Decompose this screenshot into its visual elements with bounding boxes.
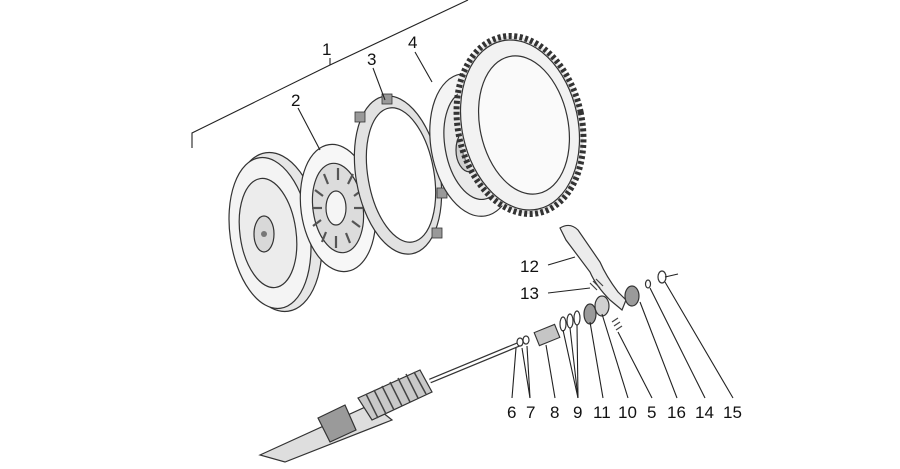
assembly-bracket — [191, 0, 469, 148]
release-parts — [516, 270, 667, 347]
callout-12: 12 — [520, 257, 539, 276]
leader-lines — [297, 51, 734, 399]
release-fork — [559, 224, 640, 311]
callout-5: 5 — [647, 403, 656, 422]
callout-6: 6 — [507, 403, 516, 422]
callout-3: 3 — [367, 50, 376, 69]
ring-gear — [453, 33, 587, 217]
callout-9: 9 — [573, 403, 582, 422]
callout-1: 1 — [322, 40, 331, 59]
callout-2: 2 — [291, 91, 300, 110]
callout-13: 13 — [520, 284, 539, 303]
callout-4: 4 — [408, 33, 417, 52]
callout-11: 11 — [593, 403, 611, 422]
callout-14: 14 — [695, 403, 714, 422]
callout-15: 15 — [723, 403, 742, 422]
callout-7: 7 — [526, 403, 535, 422]
callout-8: 8 — [550, 403, 559, 422]
callout-labels: 1 2 3 4 12 13 6 7 8 9 11 10 5 16 14 15 — [291, 33, 742, 422]
callout-10: 10 — [618, 403, 637, 422]
callout-16: 16 — [667, 403, 686, 422]
input-shaft — [258, 340, 523, 463]
flywheel — [228, 151, 323, 313]
